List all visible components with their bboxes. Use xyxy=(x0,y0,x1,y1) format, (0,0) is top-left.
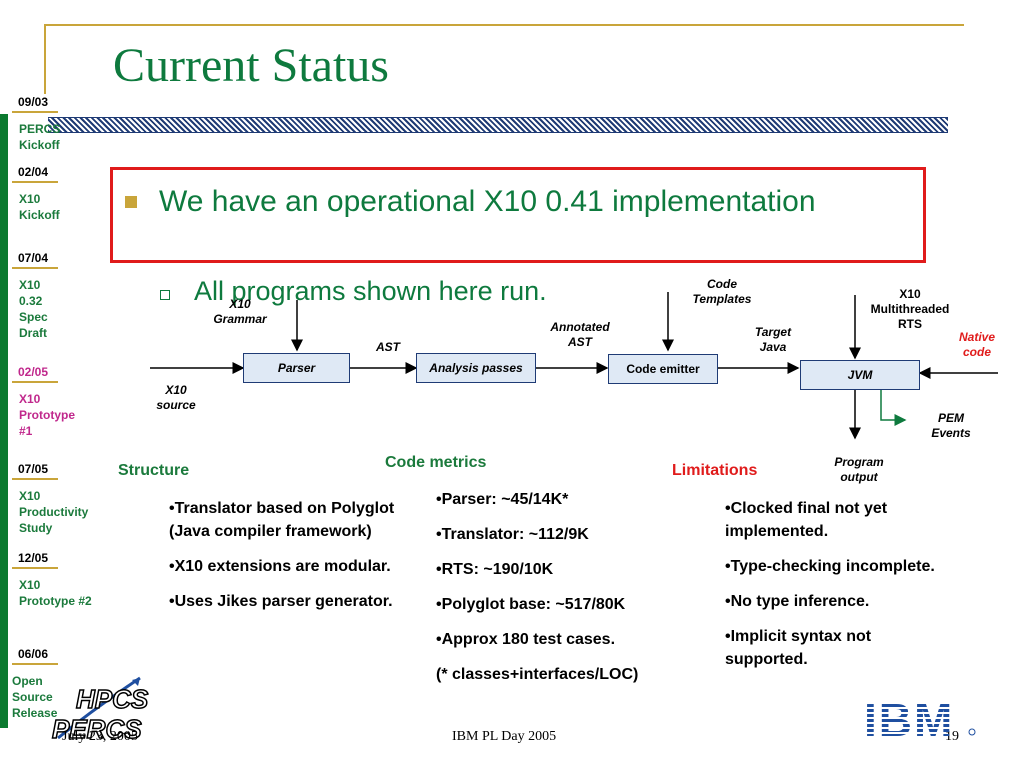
timeline-date: 07/05 xyxy=(18,462,49,476)
slide-title: Current Status xyxy=(113,39,389,92)
timeline-divider xyxy=(12,267,58,269)
main-bullet-text: We have an operational X10 0.41 implemen… xyxy=(159,185,816,218)
timeline-date: 09/03 xyxy=(18,95,49,109)
timeline-label: PERCS Kickoff xyxy=(19,121,60,153)
timeline-label-line: Study xyxy=(19,521,53,535)
timeline-divider xyxy=(12,663,58,665)
list-item: •Implicit syntax not supported. xyxy=(725,628,872,668)
frame-top-line xyxy=(44,24,964,26)
list-item: •Translator: ~112/9K xyxy=(436,526,589,543)
timeline-label-line: Draft xyxy=(19,326,48,340)
list-item: •Translator based on Polyglot (Java comp… xyxy=(169,500,395,540)
timeline-label-line: Kickoff xyxy=(19,138,60,152)
code-emitter-box: Code emitter xyxy=(608,354,718,384)
frame-left-line xyxy=(44,24,46,94)
timeline-label-line: Prototype xyxy=(19,408,76,422)
timeline-label-line: Open xyxy=(12,674,43,688)
timeline-label-line: Release xyxy=(12,706,58,720)
list-item: •X10 extensions are modular. xyxy=(169,558,391,575)
timeline-label-line: X10 xyxy=(19,192,41,206)
sub-bullet-text: All programs shown here run. xyxy=(194,276,547,306)
timeline-label-line: X10 xyxy=(19,392,41,406)
ast-label: AST xyxy=(376,340,400,354)
timeline-label-line: Source xyxy=(12,690,53,704)
parser-box: Parser xyxy=(243,353,350,383)
hollow-square-icon xyxy=(160,290,170,300)
ibm-logo: IBM xyxy=(864,694,976,742)
timeline-date: 06/06 xyxy=(18,647,49,661)
page-number: 19 xyxy=(945,729,959,744)
list-item: •Parser: ~45/14K* xyxy=(436,491,569,508)
timeline-label-line: Productivity xyxy=(19,505,89,519)
structure-list: •Translator based on Polyglot (Java comp… xyxy=(169,497,401,613)
list-item: (* classes+interfaces/LOC) xyxy=(436,666,639,683)
list-item: •No type inference. xyxy=(725,593,870,610)
timeline-label-line: X10 xyxy=(19,489,41,503)
timeline-label-line: X10 xyxy=(19,278,41,292)
svg-text:PERCS: PERCS xyxy=(52,714,142,744)
code-metrics-heading: Code metrics xyxy=(385,454,487,471)
limitations-heading: Limitations xyxy=(672,462,758,479)
timeline-label-line: X10 xyxy=(19,578,41,592)
list-item: •RTS: ~190/10K xyxy=(436,561,554,578)
timeline-label-line: Prototype #2 xyxy=(19,594,92,608)
timeline-divider xyxy=(12,567,58,569)
timeline-label-line: 0.32 xyxy=(19,294,43,308)
svg-text:IBM: IBM xyxy=(864,694,954,742)
limitations-list: •Clocked final not yet implemented. •Typ… xyxy=(725,497,957,671)
timeline-divider xyxy=(12,478,58,480)
footer-center: IBM PL Day 2005 xyxy=(452,729,557,744)
list-item: •Type-checking incomplete. xyxy=(725,558,935,575)
timeline-label-line: Kickoff xyxy=(19,208,60,222)
list-item: •Clocked final not yet implemented. xyxy=(725,500,888,540)
bullet-square-icon xyxy=(125,196,137,208)
timeline-label-line: #1 xyxy=(19,424,33,438)
title-divider xyxy=(48,117,948,133)
structure-heading: Structure xyxy=(118,462,190,479)
timeline-date: 12/05 xyxy=(18,551,49,565)
list-item: •Uses Jikes parser generator. xyxy=(169,593,393,610)
timeline-divider xyxy=(12,111,58,113)
footer-date: July 23, 2005 xyxy=(62,729,138,744)
sub-bullet: All programs shown here run. xyxy=(160,276,547,307)
timeline-date: 02/04 xyxy=(18,165,49,179)
highlight-box xyxy=(110,167,926,263)
hpcs-percs-logo: HPCS PERCS xyxy=(51,676,150,745)
pem-arrow xyxy=(880,390,907,426)
main-bullet: We have an operational X10 0.41 implemen… xyxy=(125,183,825,221)
analysis-passes-box: Analysis passes xyxy=(416,353,536,383)
timeline-divider xyxy=(12,181,58,183)
svg-text:HPCS: HPCS xyxy=(76,684,149,714)
timeline-date: 02/05 xyxy=(18,365,49,379)
timeline-label-line: Spec xyxy=(19,310,48,324)
timeline-divider xyxy=(12,381,58,383)
timeline-label-line: PERCS xyxy=(19,122,61,136)
list-item: •Polyglot base: ~517/80K xyxy=(436,596,626,613)
code-metrics-list: •Parser: ~45/14K* •Translator: ~112/9K •… xyxy=(436,488,698,686)
timeline-bar xyxy=(0,114,8,728)
timeline-date: 07/04 xyxy=(18,251,49,265)
jvm-box: JVM xyxy=(800,360,920,390)
list-item: •Approx 180 test cases. xyxy=(436,631,616,648)
